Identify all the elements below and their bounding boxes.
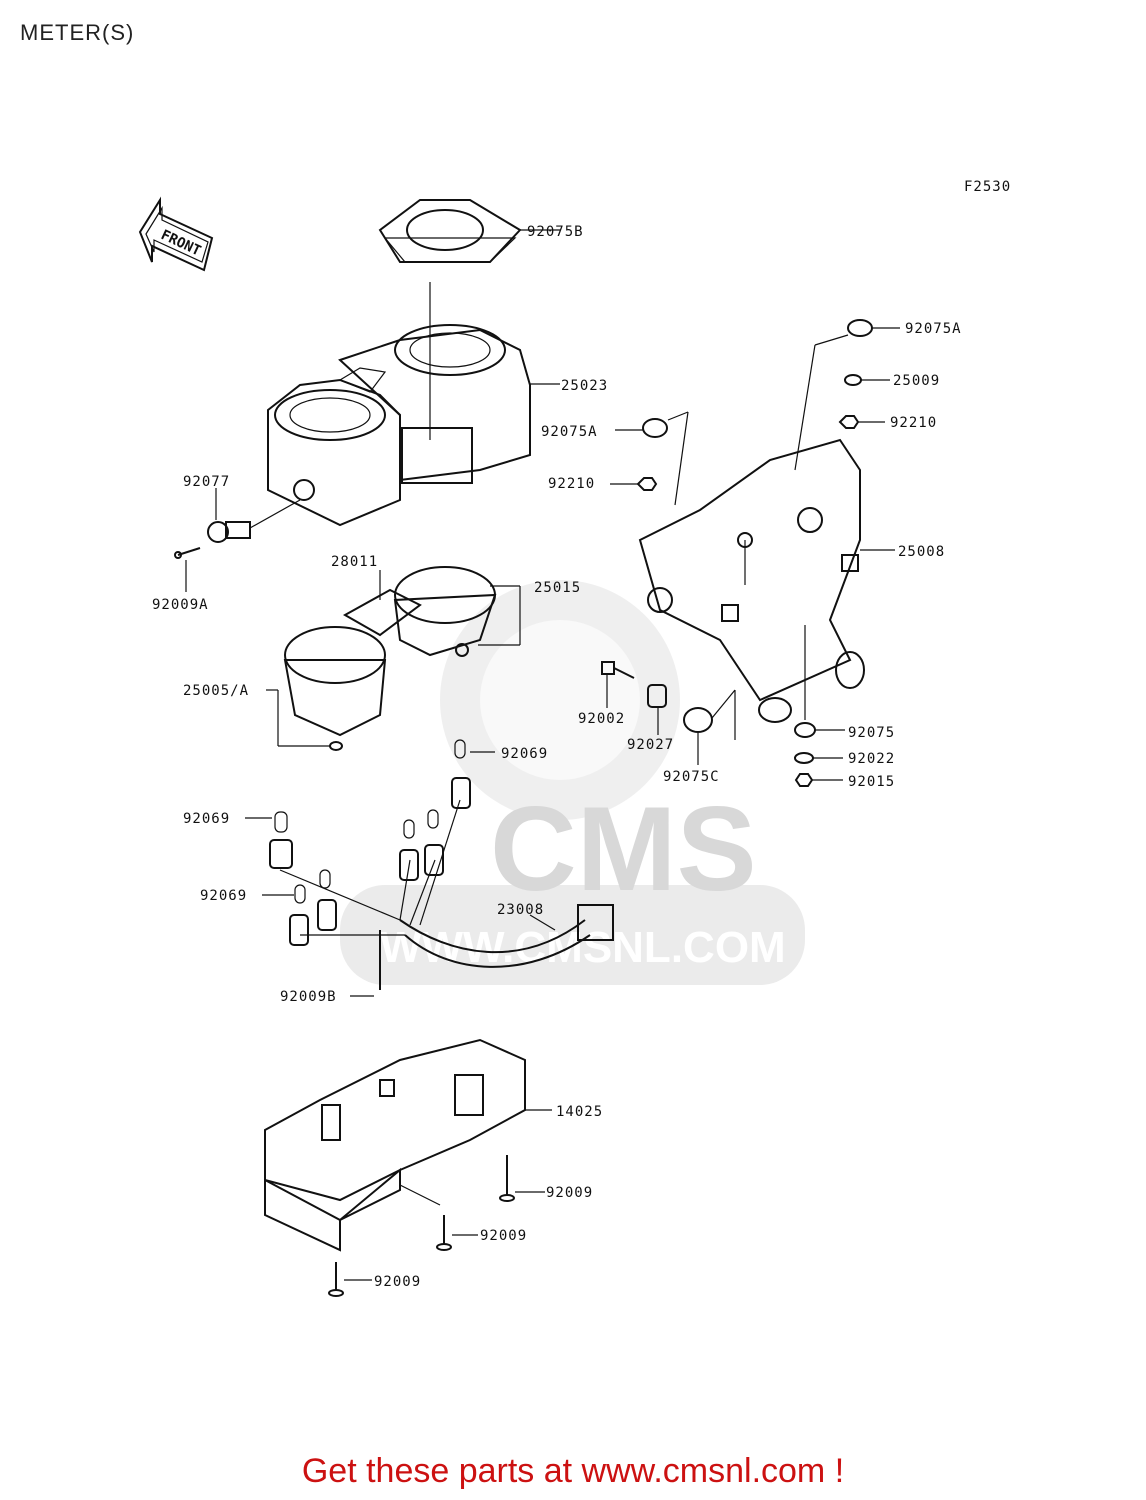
part-label-92077[interactable]: 92077	[183, 474, 230, 490]
figure-code: F2530	[964, 179, 1011, 195]
footer-link[interactable]: Get these parts at www.cmsnl.com !	[301, 1452, 845, 1490]
nut-92015	[794, 773, 843, 787]
part-label-92069-a[interactable]: 92069	[501, 746, 548, 762]
grommet-92075a-left	[615, 411, 689, 506]
watermark-brand: CMS	[490, 782, 757, 916]
part-label-92009-c[interactable]: 92009	[374, 1274, 421, 1290]
grommet-92075a-top	[794, 319, 900, 471]
part-label-25015[interactable]: 25015	[534, 580, 581, 596]
part-label-92015[interactable]: 92015	[848, 774, 895, 790]
screw-92009-c	[328, 1262, 372, 1297]
washer-92022	[794, 752, 843, 764]
bracket-25008	[638, 438, 895, 723]
part-label-92075[interactable]: 92075	[848, 725, 895, 741]
gauge-assembly	[266, 566, 521, 751]
gear-92077	[207, 488, 301, 543]
screw-92009-b	[436, 1215, 478, 1251]
part-label-28011[interactable]: 28011	[331, 554, 378, 570]
part-label-23008[interactable]: 23008	[497, 902, 544, 918]
grommet-92075	[794, 625, 845, 738]
front-label: FRONT	[158, 227, 203, 259]
part-label-92075b[interactable]: 92075B	[527, 224, 584, 240]
fusebox-14025	[264, 1038, 552, 1252]
nut-92210-left	[610, 477, 658, 491]
part-label-92009-a[interactable]: 92009	[546, 1185, 593, 1201]
part-label-25008[interactable]: 25008	[898, 544, 945, 560]
screw-92009-a	[499, 1155, 545, 1202]
cmsnl-watermark: CMS WWW.CMSNL.COM	[340, 580, 805, 985]
collar-25009	[844, 374, 890, 386]
part-label-92075a-left[interactable]: 92075A	[541, 424, 598, 440]
page-title: METER(S)	[20, 20, 135, 45]
part-label-92069-c[interactable]: 92069	[200, 888, 247, 904]
part-label-25005a[interactable]: 25005/A	[183, 683, 249, 699]
part-label-92009a[interactable]: 92009A	[152, 597, 209, 613]
harness-23008	[245, 739, 614, 997]
part-label-25009[interactable]: 25009	[893, 373, 940, 389]
part-label-92075a-top[interactable]: 92075A	[905, 321, 962, 337]
screw-92009a	[174, 547, 201, 592]
collar-92027	[647, 684, 667, 735]
part-labels: 92075B 25023 92077 92009A 28011 25015 25…	[152, 224, 962, 1290]
rubber-cover-92075b	[378, 199, 560, 263]
part-label-92210-right[interactable]: 92210	[890, 415, 937, 431]
part-label-92069-b[interactable]: 92069	[183, 811, 230, 827]
part-label-92002[interactable]: 92002	[578, 711, 625, 727]
grommet-92075c	[683, 689, 736, 765]
meter-case-25023	[267, 282, 560, 527]
part-label-92009b[interactable]: 92009B	[280, 989, 337, 1005]
part-label-14025[interactable]: 14025	[556, 1104, 603, 1120]
bolt-92002	[601, 661, 635, 708]
nut-92210-right	[838, 415, 885, 429]
part-label-92022[interactable]: 92022	[848, 751, 895, 767]
part-label-92210-left[interactable]: 92210	[548, 476, 595, 492]
watermark-url: WWW.CMSNL.COM	[380, 923, 786, 972]
part-label-92027[interactable]: 92027	[627, 737, 674, 753]
part-label-25023[interactable]: 25023	[561, 378, 608, 394]
part-label-92075c[interactable]: 92075C	[663, 769, 720, 785]
part-label-92009-b[interactable]: 92009	[480, 1228, 527, 1244]
front-arrow-icon: FRONT	[138, 196, 214, 272]
